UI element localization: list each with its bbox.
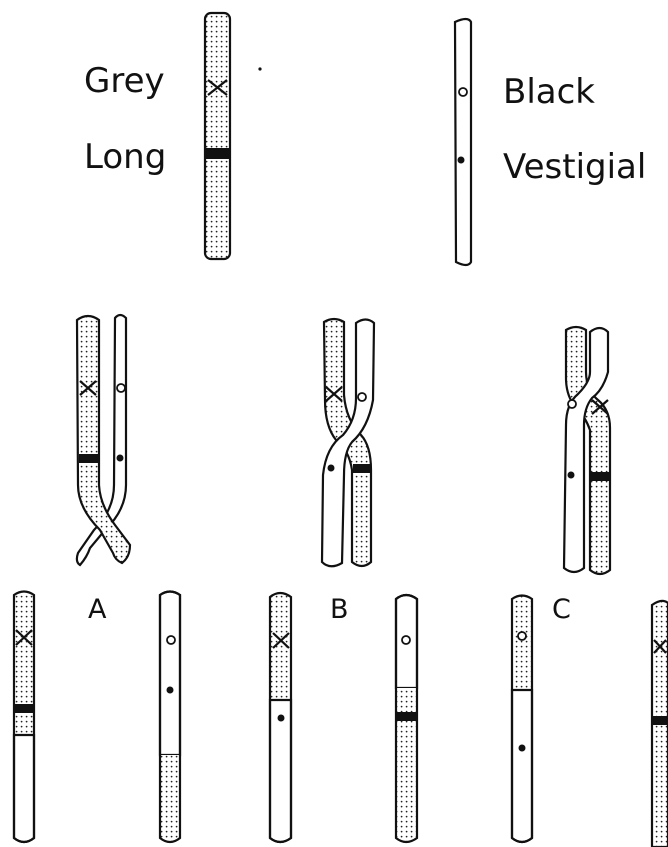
pair-c — [564, 327, 610, 574]
pair-b — [322, 319, 374, 566]
label-long: Long — [84, 137, 166, 177]
black-open-circle-marker — [459, 88, 467, 96]
label-grey: Grey — [84, 61, 165, 101]
black-vestigial-chromosome — [455, 19, 471, 265]
long-band-marker — [206, 148, 229, 159]
stray-dot — [258, 67, 261, 70]
panel-label-c: C — [552, 594, 571, 625]
label-black: Black — [503, 72, 595, 112]
panel-label-b: B — [330, 594, 349, 625]
result-a-1 — [14, 592, 34, 843]
grey-long-chromosome — [205, 13, 230, 259]
result-c-1 — [512, 596, 532, 843]
result-a-2 — [160, 592, 180, 843]
label-vestigial: Vestigial — [503, 147, 646, 187]
result-b-2 — [396, 595, 417, 842]
panel-label-a: A — [88, 594, 107, 625]
result-c-2 — [652, 601, 668, 847]
pair-a — [77, 315, 130, 565]
result-b-1 — [270, 593, 291, 842]
vestigial-dot-marker — [458, 157, 465, 164]
